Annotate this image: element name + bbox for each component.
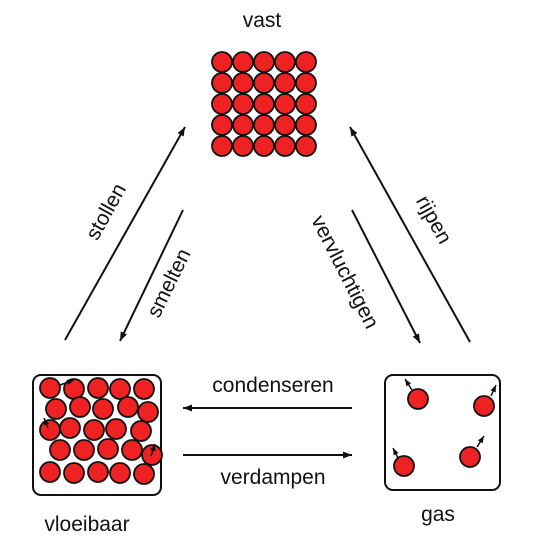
liquid-particle	[87, 461, 109, 483]
liquid-particle	[59, 417, 81, 439]
liquid-particles	[39, 377, 163, 485]
liquid-particle	[105, 418, 127, 440]
liquid-particle	[97, 438, 119, 460]
solid-state-label: vast	[243, 9, 282, 32]
solid-particle	[211, 114, 233, 136]
solid-particle	[232, 72, 254, 94]
liquid-particle	[109, 462, 131, 484]
melting-label: smelten	[143, 245, 196, 321]
liquid-particle	[109, 378, 131, 400]
solid-particle	[295, 51, 317, 73]
solid-particle	[274, 51, 296, 73]
liquid-particle	[73, 439, 95, 461]
sublimation-arrow	[351, 209, 421, 344]
liquid-particle	[39, 461, 61, 483]
liquid-particle	[121, 439, 143, 461]
liquid-state-label: vloeibaar	[44, 513, 129, 536]
gas-particle	[459, 446, 481, 468]
liquid-particle	[63, 462, 85, 484]
gas-motion-arrow	[490, 384, 497, 397]
gas-state-label: gas	[421, 503, 455, 526]
liquid-particle	[49, 439, 71, 461]
deposition-label: rijpen	[411, 192, 456, 248]
solid-particle	[253, 135, 275, 157]
solid-particle	[274, 93, 296, 115]
condensation-label: condenseren	[212, 374, 333, 397]
liquid-particle	[69, 396, 91, 418]
liquid-motion-arrow	[150, 443, 156, 457]
solid-particle	[253, 51, 275, 73]
solid-particle	[295, 93, 317, 115]
solid-particle	[232, 51, 254, 73]
solid-particle	[232, 135, 254, 157]
gas-particle	[407, 388, 429, 410]
gas-particle	[473, 395, 495, 417]
solid-particle	[211, 72, 233, 94]
liquid-motion-arrows	[43, 379, 156, 457]
gas-particles	[393, 388, 495, 477]
solid-particle	[253, 72, 275, 94]
liquid-particle	[39, 419, 61, 441]
solid-particle	[211, 135, 233, 157]
melting-arrow	[119, 209, 184, 342]
liquid-particle	[45, 398, 67, 420]
liquid-motion-arrow	[59, 379, 75, 386]
liquid-container	[32, 374, 162, 496]
solid-particle	[253, 114, 275, 136]
gas-motion-arrow	[392, 447, 399, 459]
solid-particle	[295, 72, 317, 94]
solid-particles	[211, 51, 317, 157]
liquid-particle	[130, 420, 152, 442]
solid-particle	[232, 114, 254, 136]
solid-particle	[274, 114, 296, 136]
solid-particle	[295, 114, 317, 136]
liquid-particle	[39, 377, 61, 399]
solid-particle	[253, 93, 275, 115]
liquid-motion-arrow	[43, 417, 50, 429]
liquid-particle	[133, 378, 155, 400]
solid-particle	[211, 93, 233, 115]
gas-motion-arrow	[476, 435, 485, 448]
solid-particle	[211, 51, 233, 73]
evaporation-label: verdampen	[220, 466, 325, 489]
liquid-particle	[133, 463, 155, 485]
solid-particle	[274, 72, 296, 94]
gas-motion-arrow	[404, 378, 413, 391]
gas-particle	[393, 455, 415, 477]
gas-container	[384, 374, 501, 491]
liquid-particle	[83, 419, 105, 441]
solid-particle	[295, 135, 317, 157]
gas-motion-arrows	[392, 378, 497, 459]
solid-particle	[232, 93, 254, 115]
liquid-particle	[92, 398, 114, 420]
liquid-particle	[137, 401, 159, 423]
liquid-particle	[117, 396, 139, 418]
liquid-particle	[87, 377, 109, 399]
sublimation-label: vervluchtigen	[306, 212, 383, 333]
deposition-arrow	[349, 126, 471, 343]
freezing-arrow	[64, 126, 186, 341]
solid-particle	[274, 135, 296, 157]
